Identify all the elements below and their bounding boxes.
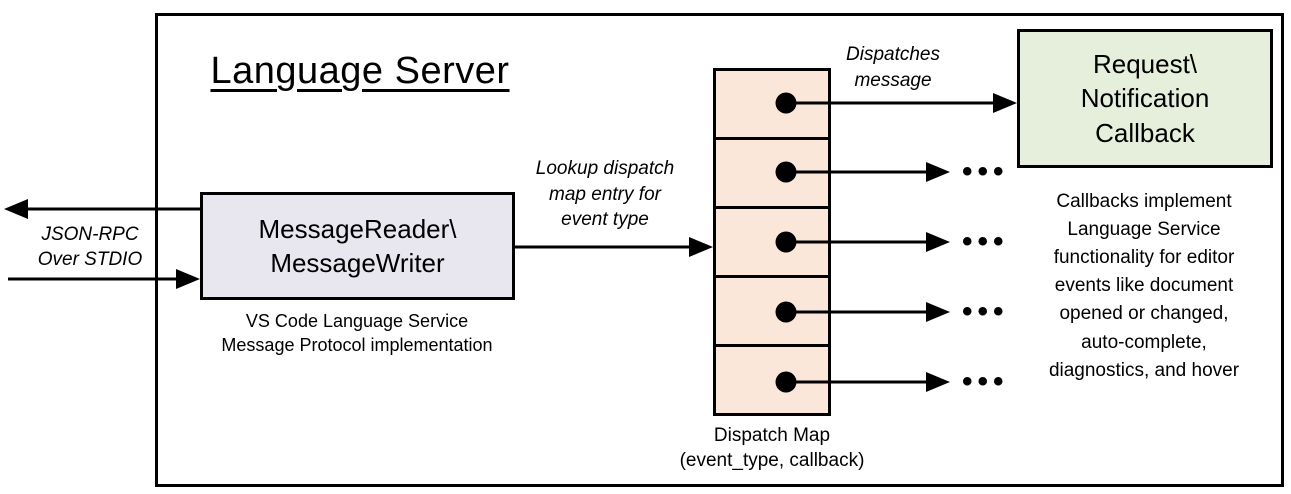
dispatch-map-cell (716, 140, 828, 209)
dispatch-map-cell (716, 347, 828, 413)
more-callbacks-ellipsis: ••• (962, 365, 1009, 398)
dispatch-map-cell (716, 71, 828, 140)
dispatches-message-label: Dispatches message (846, 44, 940, 91)
more-callbacks-ellipsis: ••• (962, 295, 1009, 328)
more-callbacks-ellipsis: ••• (962, 225, 1009, 258)
callbacks-note-text: Callbacks implement Language Service fun… (1048, 191, 1240, 381)
diagram-title: Language Server (210, 50, 510, 92)
arrowhead-stdio-out (4, 199, 28, 219)
request-notification-callback-box: Request\ Notification Callback (1017, 29, 1273, 168)
message-reader-writer-box: MessageReader\ MessageWriter (200, 192, 515, 300)
dispatch-map-table (713, 68, 831, 416)
more-callbacks-ellipsis: ••• (962, 155, 1009, 188)
reader-box-caption: VS Code Language Service Message Protoco… (221, 311, 493, 356)
lookup-dispatch-label: Lookup dispatch map entry for event type (535, 158, 675, 231)
json-rpc-stdio-label: JSON-RPC Over STDIO (37, 224, 143, 270)
language-server-boundary (155, 13, 1284, 487)
dispatch-map-cell (716, 278, 828, 347)
dispatch-map-caption: Dispatch Map (event_type, callback) (679, 425, 865, 471)
dispatch-map-cell (716, 209, 828, 278)
